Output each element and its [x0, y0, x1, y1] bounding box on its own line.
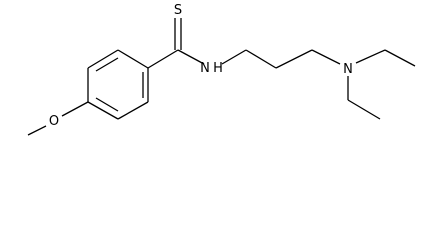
amine-ethyl-bond — [355, 49, 386, 64]
diethylamino-group — [347, 49, 416, 120]
nh-to-chain-bond — [221, 49, 247, 65]
methoxy-oxygen-label: O — [49, 114, 59, 129]
methoxy-group — [27, 101, 89, 136]
thiocarbonyl-to-nh-bond — [177, 49, 205, 65]
ring-double-bond — [95, 57, 119, 72]
sulfur-atom-label: S — [174, 3, 182, 18]
ring-to-thiocarbonyl-bond — [147, 49, 179, 69]
chain-to-amine-bond — [311, 49, 341, 65]
ring-to-oxygen-bond — [61, 101, 89, 117]
ethyl-bond — [384, 49, 416, 67]
ring-double-bond — [95, 97, 119, 112]
benzene-ring — [87, 49, 149, 120]
ring-bond — [87, 49, 119, 69]
amide-hydrogen-label: H — [213, 61, 223, 76]
structure-canvas: S N H N O — [27, 3, 416, 136]
amide-nitrogen-label: N — [200, 61, 210, 76]
molecule-diagram: S N H N O — [27, 3, 416, 136]
ring-bond — [117, 101, 149, 120]
chain-bond — [245, 49, 277, 69]
oxygen-to-methyl-bond — [27, 125, 47, 136]
ring-bond — [87, 101, 119, 120]
ring-bond — [117, 49, 149, 69]
thioamide-group — [147, 18, 205, 69]
amine-nitrogen-label: N — [343, 62, 353, 77]
ethyl-bond — [347, 99, 381, 120]
chain-bond — [275, 49, 313, 69]
propyl-chain — [221, 49, 341, 69]
